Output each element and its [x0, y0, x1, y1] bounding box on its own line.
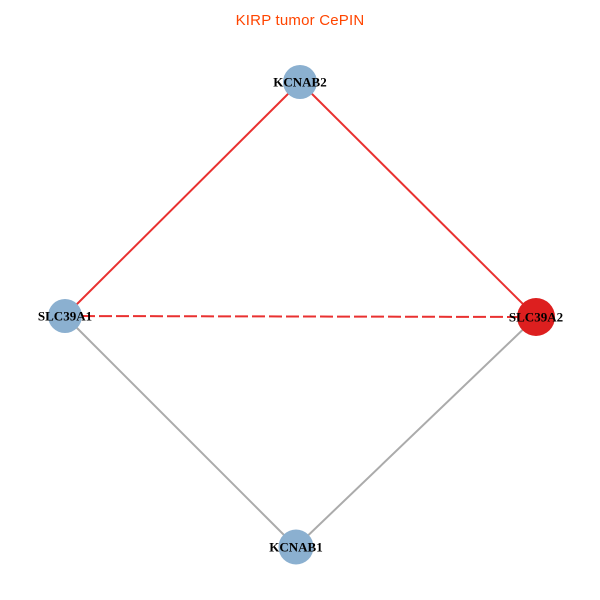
- plot-title: KIRP tumor CePIN: [235, 12, 365, 29]
- edge-SLC39A1-KCNAB1: [64, 315, 297, 548]
- node-label-SLC39A1: SLC39A1: [38, 309, 92, 324]
- node-SLC39A2: [517, 298, 555, 336]
- edge-KCNAB2-SLC39A1: [64, 81, 301, 317]
- node-KCNAB2: [283, 65, 317, 99]
- edge-KCNAB2-SLC39A2: [299, 81, 537, 318]
- edge-SLC39A1-SLC39A2: [64, 315, 537, 318]
- node-label-SLC39A2: SLC39A2: [509, 310, 563, 325]
- node-KCNAB1: [278, 529, 314, 565]
- edge-SLC39A2-KCNAB1: [295, 316, 537, 548]
- node-label-KCNAB1: KCNAB1: [269, 540, 322, 555]
- node-label-KCNAB2: KCNAB2: [273, 75, 326, 90]
- node-SLC39A1: [48, 299, 82, 333]
